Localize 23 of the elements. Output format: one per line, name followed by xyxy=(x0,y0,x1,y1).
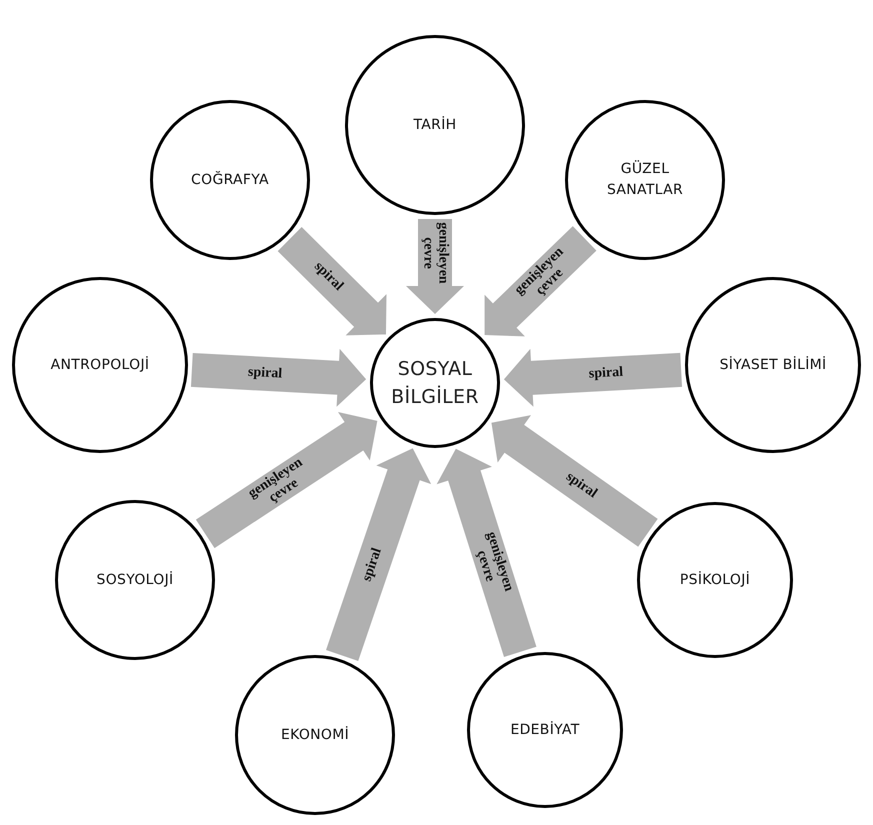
edge-label: spiral xyxy=(589,366,624,382)
circle-label: SOSYOLOJİ xyxy=(96,570,174,590)
circle-label: COĞRAFYA xyxy=(191,170,269,190)
circle-label: TARİH xyxy=(414,115,456,134)
block-arrow xyxy=(326,448,432,661)
block-arrow xyxy=(491,415,658,547)
block-arrow xyxy=(436,448,536,657)
circle-label: PSİKOLOJİ xyxy=(680,570,750,590)
block-arrow xyxy=(278,227,386,336)
circle-label: ANTROPOLOJİ xyxy=(50,355,150,374)
edge-label: spiral xyxy=(360,546,386,584)
circle-label: SİYASET BİLİMİ xyxy=(720,355,826,374)
block-arrow xyxy=(504,348,682,407)
circle-label: SOSYAL BİLGİLER xyxy=(390,356,480,410)
edge-label: genişleyen çevre xyxy=(420,222,450,284)
block-arrow xyxy=(196,412,378,548)
edge-label: spiral xyxy=(248,366,282,382)
block-arrow xyxy=(190,348,366,407)
circle-label: GÜZEL SANATLAR xyxy=(606,159,684,200)
block-arrow xyxy=(406,219,464,314)
circle-label: EDEBİYAT xyxy=(510,720,580,740)
circle-label: EKONOMİ xyxy=(280,725,350,744)
block-arrow xyxy=(484,226,596,336)
